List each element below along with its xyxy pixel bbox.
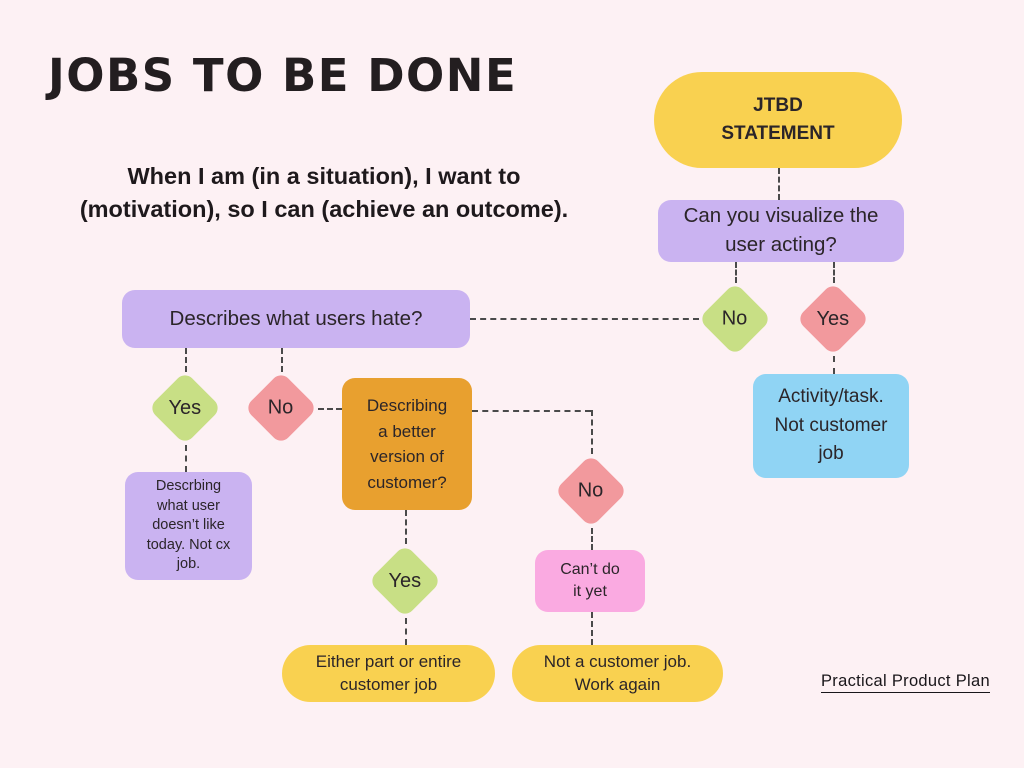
decision-visualize-no: No xyxy=(698,282,772,356)
node-jtbd-statement-label: JTBD STATEMENT xyxy=(721,94,835,145)
decision-hate-no: No xyxy=(244,371,318,445)
jtbd-formula-text: When I am (in a situation), I want to (m… xyxy=(79,163,569,223)
node-not-customer-job-label: Not a customer job. Work again xyxy=(543,651,692,694)
decision-better-yes: Yes xyxy=(368,544,442,618)
node-can-you-visualize: Can you visualize the user acting? xyxy=(658,200,904,262)
decision-hate-yes-label: Yes xyxy=(168,396,202,419)
node-describes-hate-label: Describes what users hate? xyxy=(169,307,423,330)
node-either-part-label: Either part or entire customer job xyxy=(315,651,462,694)
decision-visualize-yes-label: Yes xyxy=(816,307,850,330)
decision-better-yes-label: Yes xyxy=(388,569,422,592)
node-better-version: Describing a better version of customer? xyxy=(342,378,472,510)
node-describing-dislike: Descrbing what user doesn’t like today. … xyxy=(125,472,252,580)
node-cant-do-it-yet-label: Can’t do it yet xyxy=(560,560,620,600)
node-cant-do-it-yet: Can’t do it yet xyxy=(535,550,645,612)
connector-better-to-no-vertical xyxy=(591,410,593,454)
connector-yes-to-either xyxy=(405,618,407,645)
node-describes-hate: Describes what users hate? xyxy=(122,290,470,348)
connector-no-to-cantdo xyxy=(591,528,593,550)
decision-hate-no-label: No xyxy=(268,396,294,419)
connector-hate-to-yes xyxy=(185,348,187,372)
node-either-part: Either part or entire customer job xyxy=(282,645,495,702)
connector-yes-to-activity xyxy=(833,356,835,374)
connector-yes-to-dislike xyxy=(185,445,187,472)
connector-no-to-better xyxy=(318,408,342,410)
decision-visualize-no-label: No xyxy=(722,307,748,330)
connector-jtbd-to-visualize xyxy=(778,168,780,200)
connector-better-to-no-horizontal xyxy=(472,410,591,412)
node-not-customer-job: Not a customer job. Work again xyxy=(512,645,723,702)
connector-hate-to-no xyxy=(281,348,283,372)
node-describing-dislike-label: Descrbing what user doesn’t like today. … xyxy=(146,478,231,573)
connector-visualize-to-yes xyxy=(833,262,835,283)
connector-cantdo-to-notcustomer xyxy=(591,612,593,645)
credit-link[interactable]: Practical Product Plan xyxy=(821,672,990,693)
page-title: JOBS TO BE DONE xyxy=(48,49,518,102)
decision-hate-yes: Yes xyxy=(148,371,222,445)
node-activity-task: Activity/task. Not customer job xyxy=(753,374,909,478)
node-can-you-visualize-label: Can you visualize the user acting? xyxy=(683,204,879,256)
connector-better-to-yes xyxy=(405,510,407,544)
node-activity-task-label: Activity/task. Not customer job xyxy=(774,386,888,465)
connector-hate-to-visualize-no xyxy=(470,318,699,320)
connector-visualize-to-no xyxy=(735,262,737,283)
decision-visualize-yes: Yes xyxy=(796,282,870,356)
decision-better-no-label: No xyxy=(578,479,604,502)
node-jtbd-statement: JTBD STATEMENT xyxy=(654,72,902,168)
node-better-version-label: Describing a better version of customer? xyxy=(366,396,448,492)
decision-better-no: No xyxy=(554,454,628,528)
